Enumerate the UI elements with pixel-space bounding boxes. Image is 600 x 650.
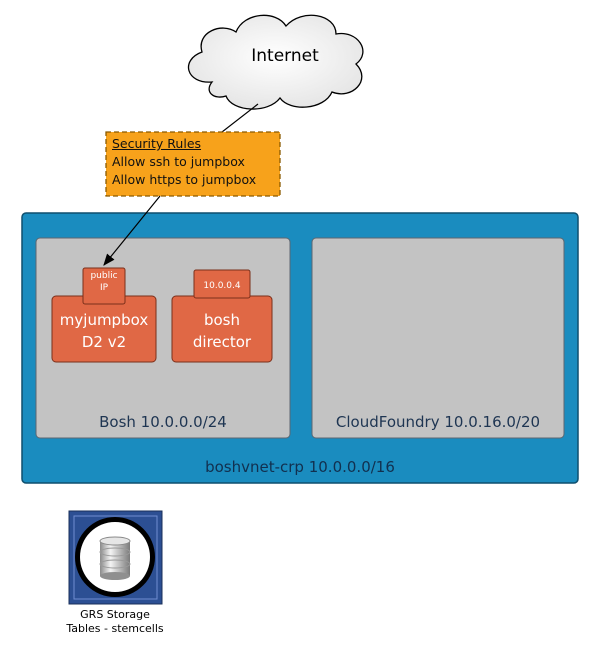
storage-label: GRS Storage Tables - stemcells xyxy=(50,608,180,636)
cloud-to-rules-connector xyxy=(221,103,259,133)
jumpbox-vm-label: myjumpbox D2 v2 xyxy=(52,309,156,353)
vnet-label: boshvnet-crp 10.0.0.0/16 xyxy=(205,458,395,476)
bosh-director-vm-label: bosh director xyxy=(172,309,272,353)
public-ip-tag xyxy=(82,267,126,305)
jumpbox-vm-name: myjumpbox xyxy=(59,311,149,329)
public-ip-tag-line-1: public xyxy=(90,271,118,281)
public-ip-tag-line-2: IP xyxy=(99,283,109,293)
storage-label-line-1: GRS Storage xyxy=(80,608,150,621)
bosh-director-name-line-1: bosh xyxy=(203,311,241,329)
internet-label: Internet xyxy=(251,46,319,66)
private-ip-tag-label: 10.0.0.4 xyxy=(203,281,241,291)
security-rules-text: Security Rules Allow ssh to jumpbox Allo… xyxy=(106,132,280,196)
database-icon xyxy=(68,510,163,605)
bosh-director-name-line-2: director xyxy=(192,333,252,351)
security-rule-ssh: Allow ssh to jumpbox xyxy=(112,154,245,169)
storage-label-line-2: Tables - stemcells xyxy=(66,622,164,635)
security-rule-https: Allow https to jumpbox xyxy=(112,172,257,187)
subnet-cloudfoundry-box xyxy=(311,237,565,439)
subnet-bosh-label: Bosh 10.0.0.0/24 xyxy=(99,413,227,431)
jumpbox-vm-size: D2 v2 xyxy=(81,333,127,351)
security-rules-box xyxy=(105,131,281,197)
public-ip-tag-label: public IP xyxy=(83,270,125,294)
security-rules-title: Security Rules xyxy=(112,136,202,151)
rules-to-public-ip-arrow xyxy=(103,195,161,266)
private-ip-tag xyxy=(193,269,251,299)
subnet-cloudfoundry-label: CloudFoundry 10.0.16.0/20 xyxy=(335,413,541,431)
internet-cloud-icon xyxy=(187,14,364,110)
